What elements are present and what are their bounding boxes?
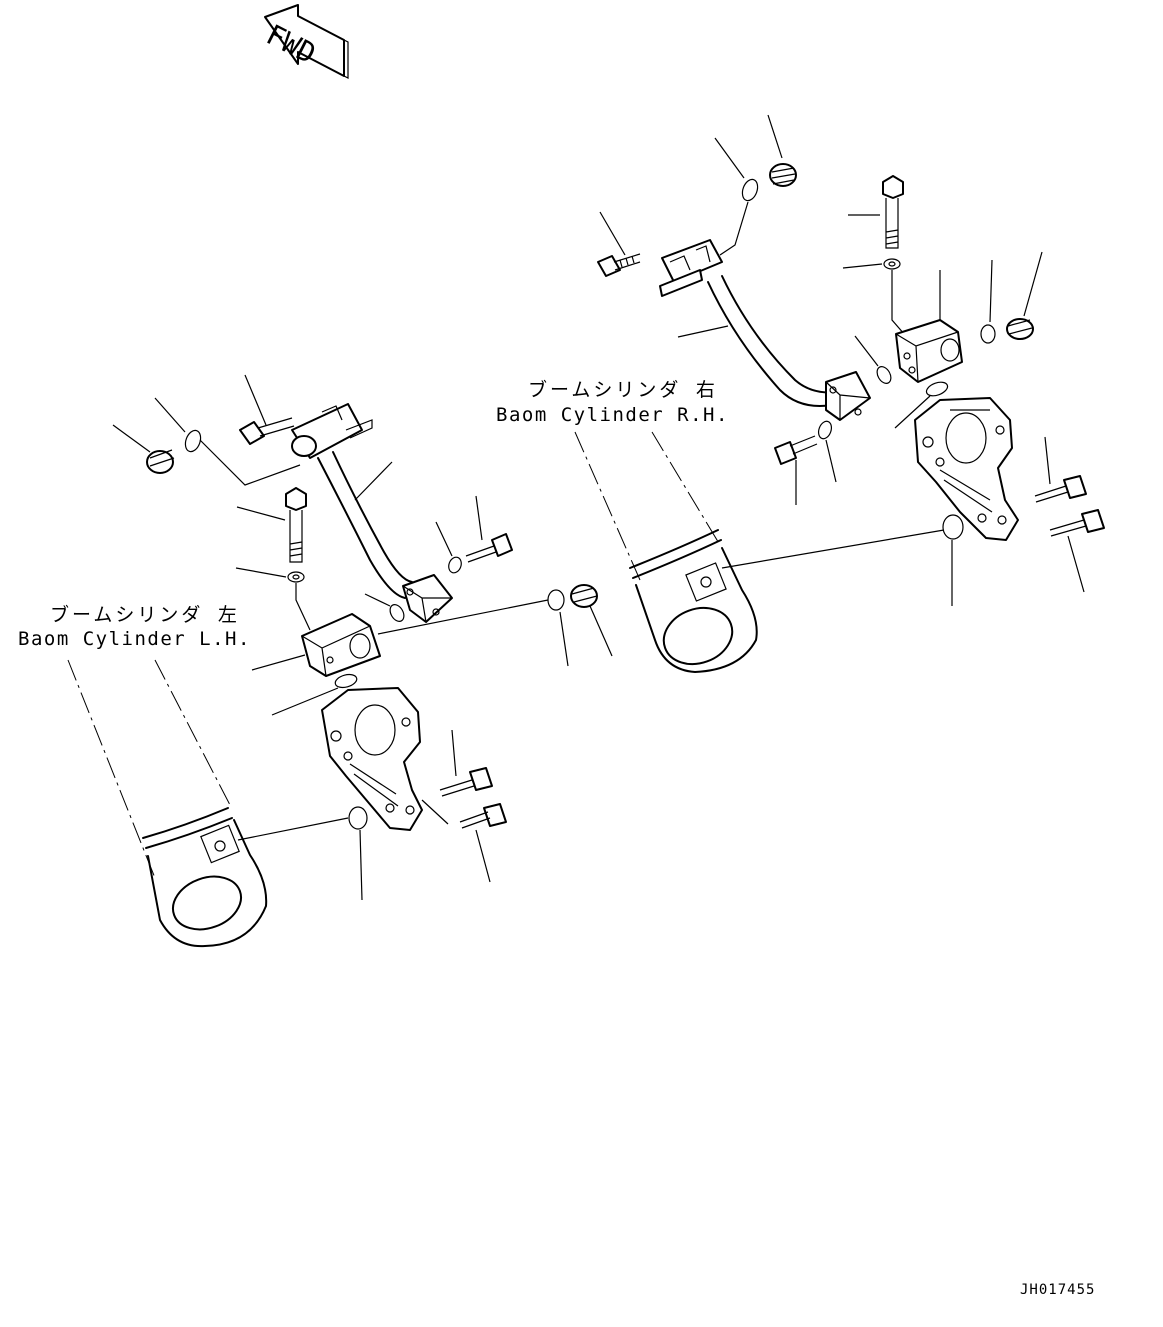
pipe-rh [677, 275, 839, 407]
flange-lh [402, 574, 453, 623]
o-ring-icon [271, 673, 358, 716]
o-ring-icon [854, 335, 892, 384]
safety-valve-lh [321, 687, 423, 831]
o-ring-icon [237, 806, 368, 901]
boom-cylinder-lh [67, 659, 268, 948]
plug-icon [112, 424, 175, 474]
pipe-clamp-lh [291, 403, 373, 459]
o-ring-icon [364, 593, 405, 622]
bolt-icon [1034, 436, 1087, 503]
o-ring-icon [721, 514, 964, 606]
fwd-arrow-icon [264, 4, 349, 79]
washer-icon [235, 567, 311, 631]
washer-icon [817, 420, 837, 483]
washer-icon [842, 258, 906, 336]
plug-icon [767, 114, 797, 187]
o-ring-icon [980, 259, 996, 344]
o-ring-icon [547, 589, 569, 667]
drawing-number: JH017455 [1020, 1282, 1096, 1298]
bolt-icon [239, 374, 295, 445]
bolt-icon [236, 487, 307, 563]
bolt-icon [439, 729, 493, 797]
valve-block-rh [895, 270, 963, 383]
boom-cylinder-rh-label-en: Baom Cylinder R.H. [496, 404, 729, 426]
o-ring-icon [894, 381, 949, 429]
bolt-icon [1049, 509, 1105, 593]
boom-cylinder-lh-label-jp: ブームシリンダ 左 [50, 604, 240, 626]
plug-icon [1006, 251, 1043, 340]
bolt-icon [465, 495, 513, 563]
flange-rh [825, 371, 871, 421]
o-ring-icon [154, 397, 301, 486]
washer-icon [435, 521, 462, 574]
valve-block-lh [251, 599, 549, 677]
pipe-lh [317, 451, 413, 599]
boom-cylinder-rh [574, 431, 758, 673]
bolt-icon [597, 211, 641, 277]
bolt-icon [848, 175, 904, 249]
bolt-icon [774, 435, 818, 505]
o-ring-icon [714, 137, 759, 256]
boom-cylinder-rh-label-jp: ブームシリンダ 右 [528, 379, 718, 401]
boom-cylinder-lh-label-en: Baom Cylinder L.H. [18, 628, 251, 650]
pipe-clamp-rh [659, 239, 723, 297]
bolt-icon [421, 799, 507, 883]
plug-icon [570, 584, 613, 657]
safety-valve-rh [914, 397, 1019, 541]
